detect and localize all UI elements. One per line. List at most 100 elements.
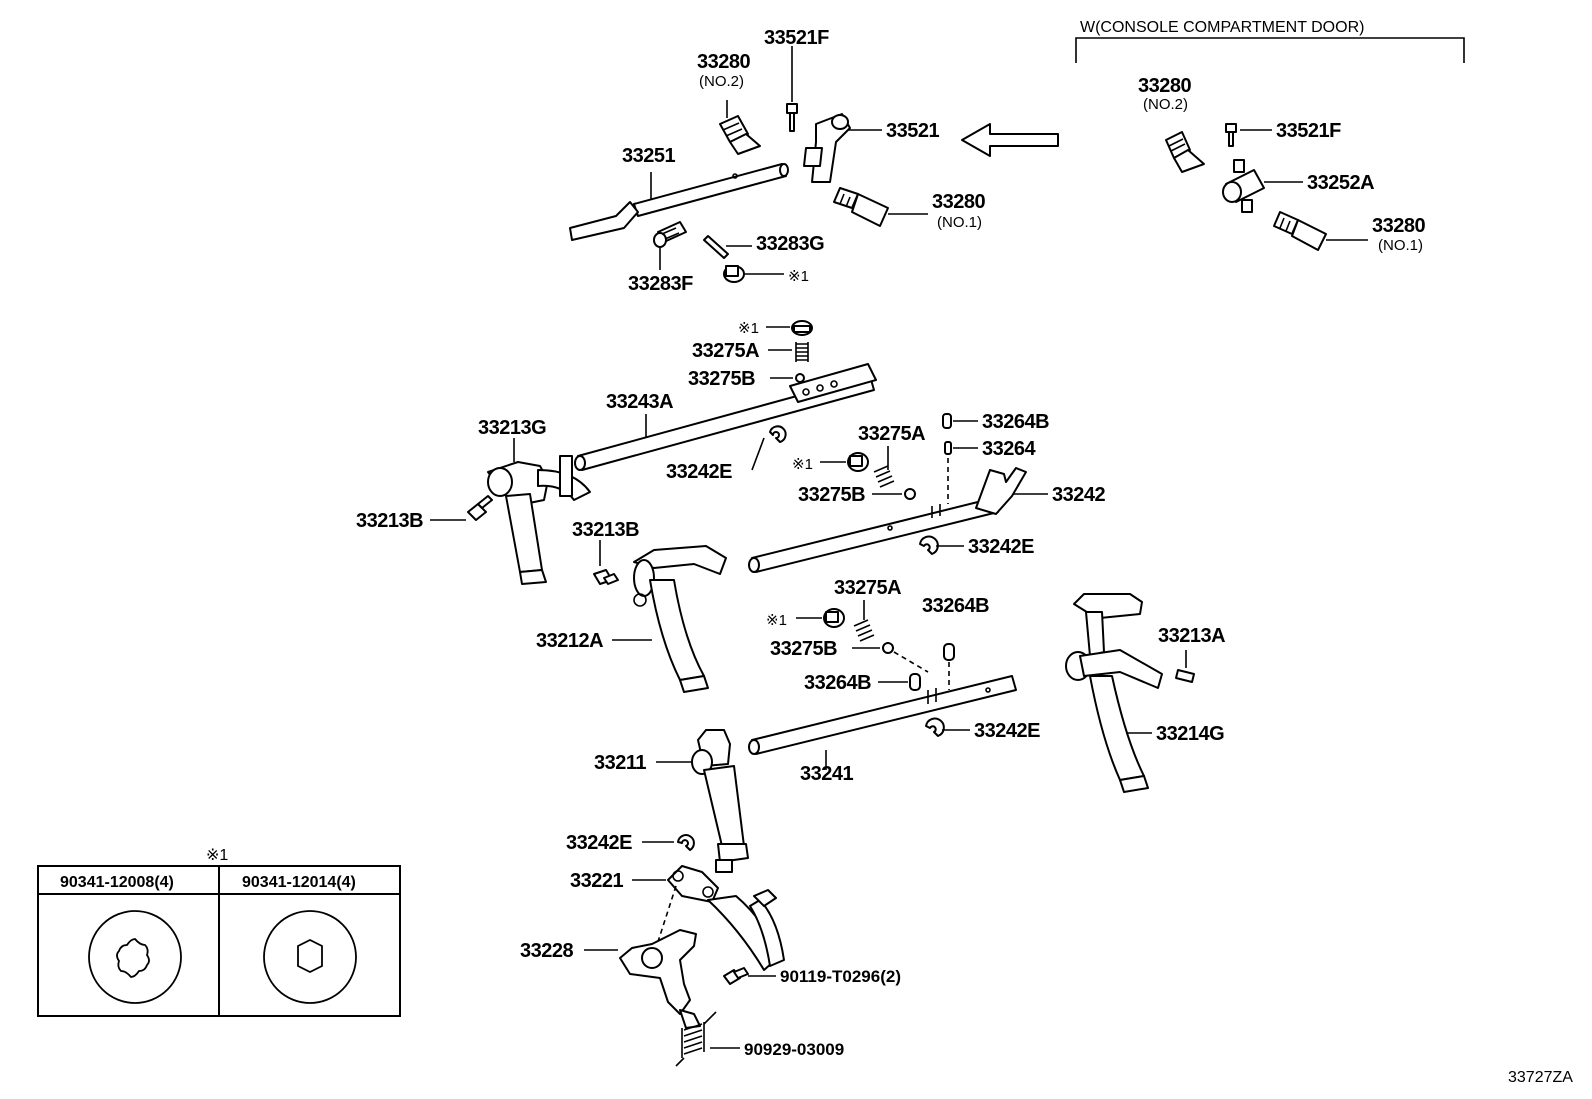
mark1-plug-a-part — [723, 265, 745, 283]
p90119-label[interactable]: 90119-T0296(2) — [780, 967, 901, 986]
p33241-label[interactable]: 33241 — [800, 763, 854, 785]
p33521F-part — [786, 103, 798, 132]
console-33280-no1-part — [1273, 211, 1327, 251]
p33242E-a-label[interactable]: 33242E — [666, 461, 733, 483]
p33521-part — [803, 113, 851, 183]
p33243A-part — [574, 363, 877, 471]
p33264-pin — [944, 441, 952, 455]
p33251-part — [569, 163, 789, 241]
p33275B-a-ball — [795, 373, 805, 383]
p33275B-b-ball — [904, 488, 916, 500]
mark1-plug-c-part — [847, 452, 869, 472]
p90929-spring — [675, 1011, 717, 1067]
p33213G-part — [487, 455, 591, 585]
p33221-label[interactable]: 33221 — [570, 870, 624, 892]
mark1-plug-b-part — [791, 320, 813, 336]
hex-plug-icon — [263, 910, 357, 1004]
p33214G-label[interactable]: 33214G — [1156, 723, 1225, 745]
top-selector-group: 33280 (NO.2) 33521F 33521 33251 — [569, 27, 986, 295]
p33221-part — [667, 865, 785, 971]
torx-plug-icon — [88, 910, 182, 1004]
p33242E-a-clip — [769, 425, 787, 443]
p33213A-label[interactable]: 33213A — [1158, 625, 1226, 647]
p33213A-pin — [1175, 669, 1195, 683]
p33275A-a-label[interactable]: 33275A — [692, 340, 760, 362]
p33213B-b-label[interactable]: 33213B — [572, 519, 640, 541]
p33280-no2-sublabel: (NO.2) — [699, 73, 744, 90]
p33521F-label[interactable]: 33521F — [764, 27, 830, 49]
p33275A-c-spring — [853, 619, 875, 642]
console-header: W(CONSOLE COMPARTMENT DOOR) — [1080, 19, 1364, 36]
p33275A-b-label[interactable]: 33275A — [858, 423, 926, 445]
console-33280-no1-label[interactable]: 33280 — [1372, 215, 1426, 237]
p33275B-c-label[interactable]: 33275B — [770, 638, 838, 660]
p33283G-label[interactable]: 33283G — [756, 233, 825, 255]
console-33252A-part — [1222, 159, 1265, 213]
lower-lever-group: 33211 33242E 33221 33228 — [520, 729, 901, 1067]
mark1-d-label: ※1 — [766, 612, 787, 629]
p33280-no1-part — [833, 187, 889, 227]
console-bracket — [1075, 37, 1465, 63]
p33280-no2-label[interactable]: 33280 — [697, 51, 751, 73]
console-33521F-label[interactable]: 33521F — [1276, 120, 1342, 142]
p33213G-label[interactable]: 33213G — [478, 417, 547, 439]
p33264-label[interactable]: 33264 — [982, 438, 1037, 460]
console-variant-group: W(CONSOLE COMPARTMENT DOOR) 33280 (NO.2)… — [1075, 19, 1465, 254]
console-33252A-label[interactable]: 33252A — [1307, 172, 1375, 194]
p33280-no2-part — [719, 115, 761, 155]
p33228-label[interactable]: 33228 — [520, 940, 574, 962]
shaft-33242-group: 33264B 33264 33275A ※1 33275B 33242 — [536, 411, 1106, 693]
figure-code: 33727ZA — [1508, 1069, 1573, 1086]
p33275A-c-label[interactable]: 33275A — [834, 577, 902, 599]
mark1-c-label: ※1 — [792, 456, 813, 473]
p33264B-b-pin — [943, 643, 955, 661]
p33211-label[interactable]: 33211 — [594, 752, 647, 774]
console-33280-no2-part — [1165, 131, 1205, 173]
p33280-no1-label[interactable]: 33280 — [932, 191, 986, 213]
legend-col2-label[interactable]: 90341-12014(4) — [242, 874, 356, 891]
p33242E-b-clip — [919, 535, 939, 555]
p33264B-a-pin — [942, 413, 952, 429]
p33212A-part — [633, 545, 727, 693]
console-33280-no2-sublabel: (NO.2) — [1143, 96, 1188, 113]
p33242-label[interactable]: 33242 — [1052, 484, 1106, 506]
shaft-33243A-group: ※1 33275A 33275B 33243A 33242E — [356, 320, 877, 585]
p33242-part — [748, 467, 1027, 573]
p33275B-c-ball — [882, 642, 894, 654]
p33264B-c-pin — [909, 673, 921, 691]
p33242E-c-clip — [925, 717, 945, 737]
p33228-part — [619, 929, 701, 1029]
p33242E-b-label[interactable]: 33242E — [968, 536, 1035, 558]
p33251-label[interactable]: 33251 — [622, 145, 676, 167]
p33211-part — [691, 729, 749, 873]
p33283G-part — [703, 235, 729, 259]
p33243A-label[interactable]: 33243A — [606, 391, 674, 413]
p33275A-a-spring — [795, 342, 809, 362]
p33212A-label[interactable]: 33212A — [536, 630, 604, 652]
p33242E-c-label[interactable]: 33242E — [974, 720, 1041, 742]
p33264B-c-label[interactable]: 33264B — [804, 672, 872, 694]
p33275B-b-label[interactable]: 33275B — [798, 484, 866, 506]
p90119-bolt — [723, 967, 749, 985]
p33264B-a-label[interactable]: 33264B — [982, 411, 1050, 433]
p33283F-part — [653, 221, 687, 248]
console-33280-no1-sublabel: (NO.1) — [1378, 237, 1423, 254]
console-33280-no2-label[interactable]: 33280 — [1138, 75, 1192, 97]
p33283F-label[interactable]: 33283F — [628, 273, 694, 295]
legend-col1-label[interactable]: 90341-12008(4) — [60, 874, 174, 891]
p33280-no1-sublabel: (NO.1) — [937, 214, 982, 231]
p33521-label[interactable]: 33521 — [886, 120, 940, 142]
p33213B-b-part — [593, 569, 619, 585]
p33242E-d-label[interactable]: 33242E — [566, 832, 633, 854]
p33264B-b-label[interactable]: 33264B — [922, 595, 990, 617]
p33242E-d-clip — [677, 834, 695, 851]
mark1-b-label: ※1 — [738, 320, 759, 337]
mark1-plug-d-part — [823, 608, 845, 628]
p33213B-a-part — [467, 495, 493, 521]
p90929-label[interactable]: 90929-03009 — [744, 1040, 844, 1059]
p33241-part — [748, 675, 1017, 755]
p33275B-a-label[interactable]: 33275B — [688, 368, 756, 390]
legend-table: ※1 90341-12008(4) 90341-12014(4) — [37, 847, 401, 1017]
p33213B-a-label[interactable]: 33213B — [356, 510, 424, 532]
